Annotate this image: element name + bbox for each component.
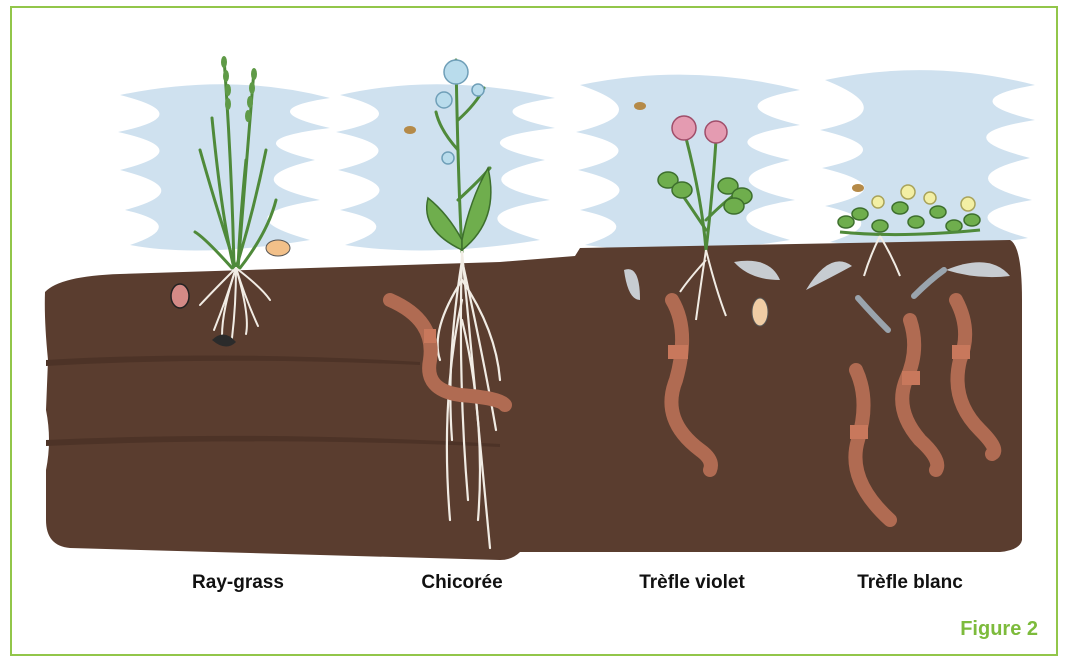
label-ray-grass: Ray-grass: [192, 572, 284, 594]
label-chicoree: Chicorée: [421, 572, 502, 594]
label-trefle-blanc: Trèfle blanc: [857, 572, 963, 594]
label-trefle-violet: Trèfle violet: [639, 572, 745, 594]
figure-caption: Figure 2: [960, 618, 1038, 641]
sky-clouds: [118, 70, 1035, 250]
